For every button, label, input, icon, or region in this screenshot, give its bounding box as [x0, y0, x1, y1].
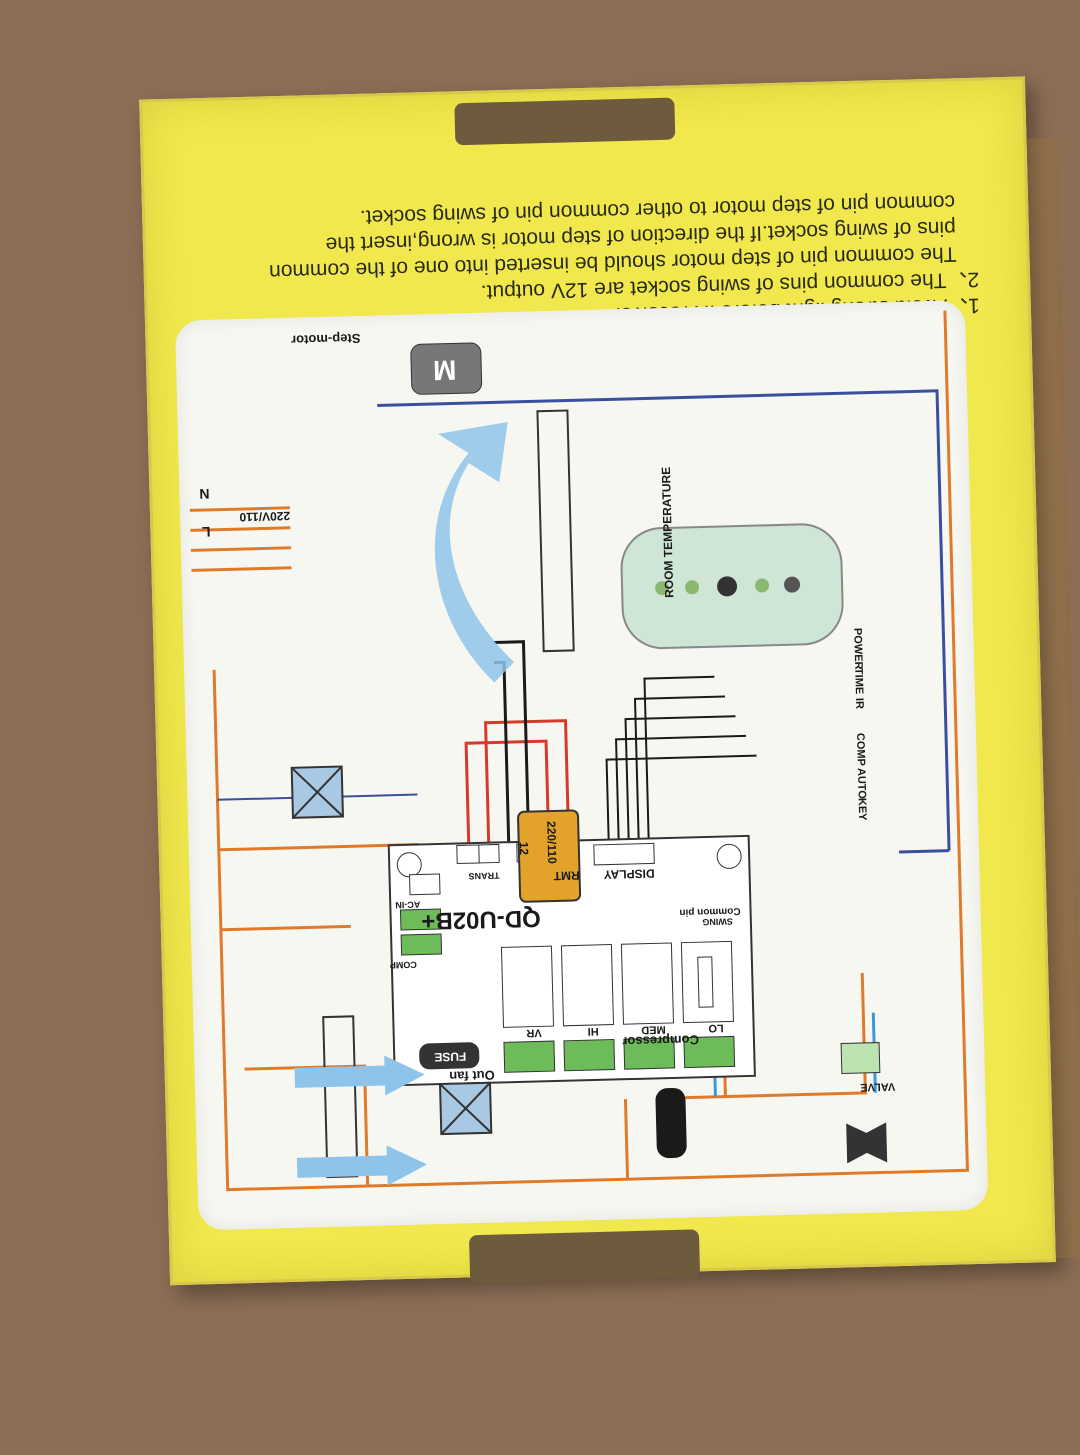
connector-display-label: DISPLAY — [603, 866, 655, 882]
wiring-diagram: QD-U02B+ Step-motor M ROOM TEMPERATURE 2… — [175, 300, 989, 1230]
common-pin-label: Common pin — [679, 905, 741, 918]
display-panel-label-power: POWER — [851, 627, 865, 670]
transformer-primary-label: 220/110 — [544, 820, 560, 864]
motor-symbol: M — [432, 354, 457, 386]
relay-label-vr: VR — [526, 1026, 542, 1039]
display-panel-label-key: KEY — [855, 797, 869, 821]
out-fan-label: Out fan — [449, 1067, 495, 1084]
relay-label-lo: LO — [708, 1021, 724, 1035]
lid-cutout-bottom — [468, 1229, 701, 1284]
display-panel-label-comp: COMP — [853, 732, 867, 767]
relay-label-hi: HI — [587, 1024, 599, 1038]
wiring-lines — [189, 310, 969, 1192]
display-panel-label-auto: AUTO — [854, 767, 868, 800]
fuse-label: FUSE — [434, 1049, 467, 1065]
live-label: L — [201, 523, 211, 541]
power-in-label: 220V/110 — [239, 508, 291, 525]
valve-label: VALVE — [860, 1080, 896, 1094]
neutral-label: N — [199, 485, 210, 503]
compressor-label: Compressor — [622, 1032, 700, 1050]
connector-trans-label: TRANS — [468, 870, 500, 882]
connector-swing-label: SWING — [702, 916, 733, 928]
connector-comp-label: COMP — [389, 959, 417, 971]
wiring-diagram-panel: QD-U02B+ Step-motor M ROOM TEMPERATURE 2… — [174, 300, 989, 1231]
connector-rmt-label: RMT — [553, 868, 580, 884]
display-panel-label-ir: IR — [853, 697, 866, 710]
display-panel-label-time: TIME — [852, 667, 865, 695]
step-motor-label: Step-motor — [290, 330, 361, 348]
connector-acin-label: AC-IN — [395, 899, 421, 911]
board-model-label: QD-U02B+ — [420, 904, 542, 935]
transformer-secondary-label: 12 — [516, 841, 532, 856]
